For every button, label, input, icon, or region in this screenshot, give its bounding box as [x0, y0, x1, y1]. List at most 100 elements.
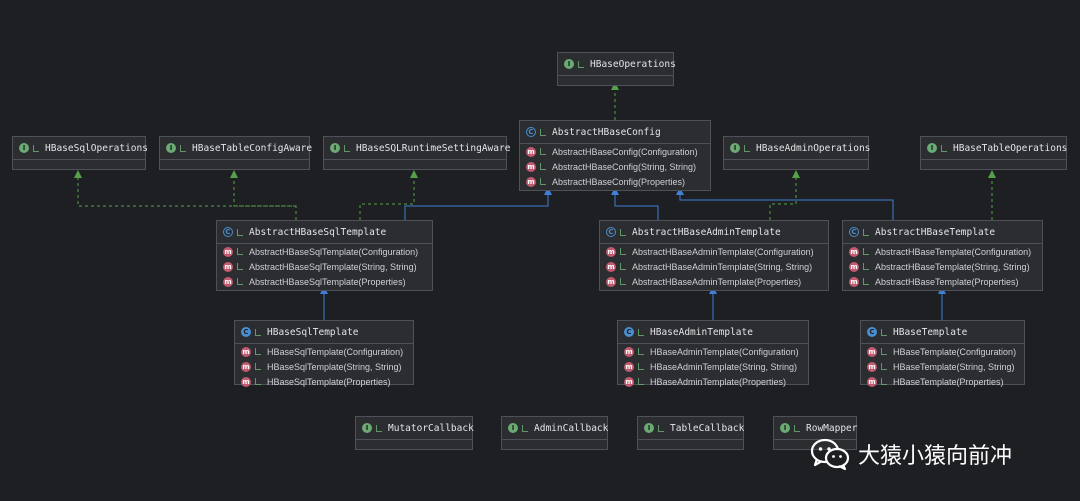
public-visibility-icon	[620, 248, 626, 255]
interface-icon: I	[508, 423, 518, 433]
method-signature: AbstractHBaseTemplate(Configuration)	[875, 246, 1032, 257]
public-visibility-icon	[540, 163, 546, 170]
public-visibility-icon	[540, 178, 546, 185]
class-name: HBaseTableConfigAware	[192, 142, 313, 154]
class-box-hbase-table-operations[interactable]: I HBaseTableOperations	[920, 136, 1067, 170]
interface-icon: I	[927, 143, 937, 153]
edge-admintemplate-to-config	[611, 187, 659, 220]
method-signature: AbstractHBaseConfig(Configuration)	[552, 146, 698, 157]
method-row[interactable]: m AbstractHBaseConfig(Configuration)	[520, 144, 710, 159]
method-icon: m	[867, 376, 877, 387]
method-signature: AbstractHBaseConfig(Properties)	[552, 176, 686, 187]
method-signature: AbstractHBaseTemplate(String, String)	[875, 261, 1030, 272]
method-signature: AbstractHBaseSqlTemplate(Configuration)	[249, 246, 419, 257]
public-visibility-icon	[33, 144, 39, 152]
public-visibility-icon	[376, 424, 382, 432]
public-visibility-icon	[255, 363, 261, 370]
method-row[interactable]: m HBaseTemplate(Properties)	[861, 374, 1024, 389]
class-box-mutator-callback[interactable]: I MutatorCallback	[355, 416, 474, 450]
class-name: TableCallback	[670, 422, 745, 434]
public-visibility-icon	[658, 424, 664, 432]
method-signature: HBaseAdminTemplate(String, String)	[650, 361, 798, 372]
method-icon: m	[624, 376, 634, 387]
public-visibility-icon	[863, 248, 869, 255]
class-name: AbstractHBaseConfig	[552, 126, 661, 138]
public-visibility-icon	[941, 144, 947, 152]
method-icon: m	[867, 361, 877, 372]
method-signature: HBaseSqlTemplate(String, String)	[267, 361, 402, 372]
class-name: MutatorCallback	[388, 422, 474, 434]
class-name: HBaseAdminOperations	[756, 142, 871, 154]
interface-icon: I	[362, 423, 372, 433]
edge-sqltemplate-to-sql-operations	[74, 170, 297, 220]
method-icon: m	[849, 261, 859, 272]
public-visibility-icon	[237, 248, 243, 255]
method-row[interactable]: m AbstractHBaseTemplate(String, String)	[843, 259, 1042, 274]
public-visibility-icon	[255, 348, 261, 355]
public-visibility-icon	[638, 378, 644, 385]
interface-icon: I	[730, 143, 740, 153]
method-signature: AbstractHBaseConfig(String, String)	[552, 161, 697, 172]
class-name: HBaseSqlTemplate	[267, 326, 359, 338]
method-icon: m	[526, 146, 536, 157]
edge-sqltemplate-to-runtime-aware	[359, 170, 418, 220]
method-signature: AbstractHBaseTemplate(Properties)	[875, 276, 1019, 287]
public-visibility-icon	[881, 363, 887, 370]
public-visibility-icon	[744, 144, 750, 152]
public-visibility-icon	[863, 263, 869, 270]
class-box-hbase-admin-operations[interactable]: I HBaseAdminOperations	[723, 136, 871, 170]
abstract-class-icon: C	[849, 227, 859, 237]
method-signature: HBaseTemplate(Configuration)	[893, 346, 1017, 357]
class-name: AbstractHBaseAdminTemplate	[632, 226, 781, 238]
method-icon: m	[606, 276, 616, 287]
watermark: 大猿小猿向前冲	[810, 436, 1012, 472]
public-visibility-icon	[578, 60, 584, 68]
public-visibility-icon	[255, 378, 261, 385]
public-visibility-icon	[638, 348, 644, 355]
interface-icon: I	[330, 143, 340, 153]
method-signature: HBaseTemplate(Properties)	[893, 376, 1004, 387]
method-icon: m	[606, 261, 616, 272]
class-name: HBaseTemplate	[893, 326, 968, 338]
edge-admintemplate-to-admin-operations	[769, 170, 800, 220]
public-visibility-icon	[881, 328, 887, 336]
class-name: HBaseTableOperations	[953, 142, 1068, 154]
public-visibility-icon	[620, 228, 626, 236]
class-name: HBaseOperations	[590, 58, 676, 70]
method-signature: HBaseAdminTemplate(Configuration)	[650, 346, 799, 357]
public-visibility-icon	[638, 328, 644, 336]
method-icon: m	[223, 261, 233, 272]
